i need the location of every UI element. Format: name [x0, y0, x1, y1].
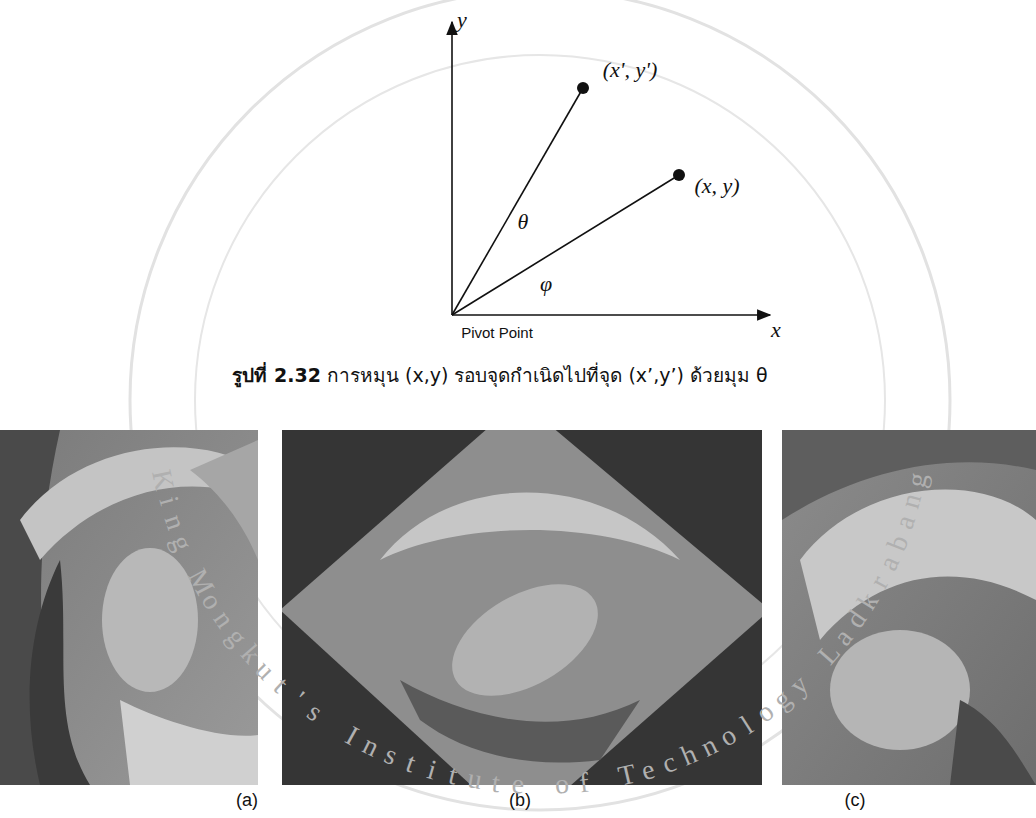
watermark-letter: t: [269, 672, 294, 698]
watermark-letter: T: [615, 760, 638, 791]
point-label: (x, y): [694, 173, 739, 199]
subfigure-label: (c): [845, 790, 866, 811]
x-axis: [452, 314, 770, 316]
watermark-letter: t: [403, 748, 420, 777]
watermark-letter: f: [577, 768, 589, 797]
point-dot: [577, 82, 589, 94]
photo-rotated: [282, 430, 762, 785]
watermark-letter: g: [221, 623, 252, 651]
watermark-letter: y: [784, 670, 813, 700]
watermark-letter: g: [167, 531, 198, 554]
watermark-letter: t: [491, 768, 502, 797]
watermark-letter: g: [901, 470, 931, 490]
photo-original: [0, 430, 258, 785]
watermark-letter: K: [148, 467, 180, 493]
watermark-letter: o: [715, 720, 741, 751]
watermark-letter: k: [853, 588, 884, 615]
watermark-letter: o: [554, 770, 570, 799]
pivot-label: Pivot Point: [461, 324, 533, 341]
watermark-letter: a: [829, 623, 859, 650]
watermark-letter: n: [359, 730, 384, 761]
axis-label: y: [457, 7, 467, 33]
watermark-letter: r: [865, 571, 894, 592]
watermark-letter: c: [658, 748, 679, 779]
watermark-letter: o: [196, 588, 227, 615]
watermark-letter: o: [751, 697, 779, 728]
caption-part: รูปที่ 2.32: [232, 364, 321, 386]
axis-label: x: [771, 317, 781, 343]
radius-line: [452, 175, 679, 315]
watermark-letter: u: [466, 764, 485, 794]
watermark-letter: a: [890, 512, 920, 533]
watermark-letter: s: [381, 740, 402, 770]
watermark-letter: ': [287, 687, 309, 712]
watermark-letter: u: [250, 655, 280, 685]
watermark-letter: s: [302, 698, 327, 727]
watermark-letter: M: [183, 565, 219, 600]
watermark-letter: n: [896, 491, 927, 512]
subfigure-label: (a): [236, 790, 258, 811]
watermark-letter: I: [341, 721, 363, 750]
point-label: (x', y'): [603, 57, 658, 83]
watermark-letter: b: [882, 531, 913, 554]
y-axis: [451, 22, 453, 315]
point-dot: [673, 169, 685, 181]
watermark-letter: i: [425, 755, 440, 784]
photo-scaled: [782, 430, 1036, 785]
watermark-letter: n: [696, 730, 721, 761]
watermark-letter: a: [874, 551, 905, 574]
watermark-letter: n: [159, 511, 190, 533]
watermark-letter: g: [768, 684, 797, 715]
angle-label: θ: [518, 209, 529, 235]
watermark-letter: e: [638, 754, 658, 784]
subfigure-label: (b): [509, 790, 531, 811]
watermark-letter: l: [736, 711, 758, 739]
caption-part: การหมุน (x,y) รอบจุดกำเนิดไปที่จุด (x’,y…: [321, 364, 768, 386]
angle-label: φ: [540, 271, 552, 297]
watermark-letter: n: [208, 606, 239, 633]
watermark-letter: h: [677, 739, 701, 770]
watermark-letter: t: [446, 761, 460, 790]
radius-line: [452, 88, 583, 315]
watermark-letter: i: [154, 494, 183, 509]
watermark-letter: L: [813, 638, 845, 669]
figure-caption: รูปที่ 2.32 การหมุน (x,y) รอบจุดกำเนิดไป…: [0, 360, 1000, 390]
watermark-letter: d: [841, 606, 872, 633]
watermark-letter: k: [235, 639, 265, 668]
